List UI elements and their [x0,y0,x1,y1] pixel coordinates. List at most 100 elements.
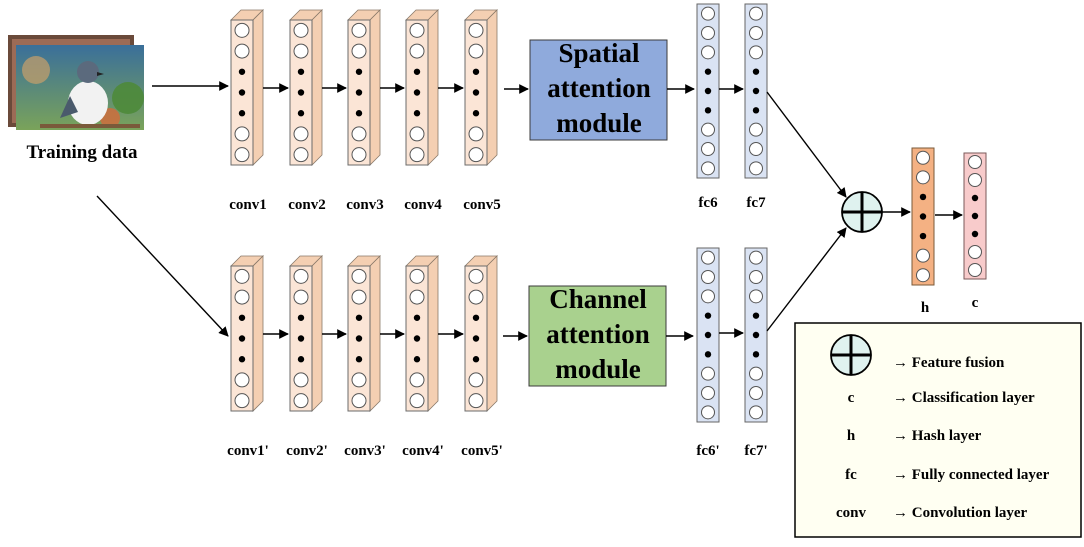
legend-desc-c: → Classification layer [893,390,1035,406]
legend-key-conv: conv [836,505,867,521]
neuron-dot [919,232,927,240]
fc7-label: fc7 [746,195,766,211]
neuron-dot [472,89,480,96]
conv3-label: conv3 [346,197,384,213]
neuron-open [701,26,715,40]
neuron-open [701,6,715,21]
hash-layer-label: h [921,300,930,316]
neuron-dot [413,89,421,96]
neuron-dot [472,68,480,75]
neuron-dot [971,212,979,220]
neuron-open [916,268,930,283]
neuron-open [293,147,309,163]
spatial-attention-module: Spatial attention module [529,38,668,141]
legend-key-h: h [847,428,856,444]
neuron-dot [752,68,760,75]
neuron-dot [238,110,246,117]
conv1-prime-column [230,255,264,412]
neuron-dot [919,213,927,220]
neuron-open [468,43,484,59]
neuron-dot [238,89,246,96]
legend: → Feature fusion c → Classification laye… [794,322,1082,538]
neuron-open [293,268,309,284]
legend-key-c: c [848,390,855,406]
neuron-open [701,386,715,400]
legend-desc-fusion: → Feature fusion [893,355,1005,371]
neuron-dot [472,356,480,363]
neuron-dot [355,110,363,117]
legend-desc-h: → Hash layer [893,428,982,444]
neuron-dot [297,110,305,117]
neuron-dot [355,335,363,342]
conv2-column [289,9,323,166]
neuron-open [409,126,425,142]
arrows-group [96,81,963,341]
neuron-dot [472,110,480,117]
conv4-prime-label: conv4' [402,443,444,459]
conv1-column [230,9,264,166]
neuron-open [234,22,250,38]
neuron-dot [413,314,421,321]
neuron-open [351,393,367,409]
neuron-open [293,126,309,142]
fusion-node [841,191,883,233]
neuron-dot [704,331,712,339]
neuron-open [409,372,425,388]
fc7-prime-label: fc7' [744,443,767,459]
neuron-open [749,270,763,284]
arrow-fc7-fusion [766,91,847,198]
neuron-open [351,43,367,59]
neuron-dot [752,87,760,95]
neuron-open [468,393,484,409]
neuron-dot [472,314,480,321]
neuron-dot [238,68,246,75]
neuron-dot [238,356,246,363]
neuron-open [234,126,250,142]
conv4-prime-column [405,255,439,412]
neuron-dot [919,193,927,201]
neuron-open [701,161,715,176]
conv1-prime-label: conv1' [227,443,269,459]
conv2-prime-column [289,255,323,412]
neuron-open [701,45,715,60]
neuron-open [749,161,763,176]
conv5-prime-label: conv5' [461,443,503,459]
neuron-open [234,268,250,284]
neuron-open [468,147,484,163]
channel-module-line-2: attention [546,319,650,349]
conv4-label: conv4 [404,197,442,213]
legend-desc-conv: → Convolution layer [893,505,1028,521]
neuron-dot [238,314,246,321]
fc6-column [696,3,720,179]
neuron-dot [413,68,421,75]
spatial-module-line-2: attention [547,73,651,103]
neuron-open [351,268,367,284]
neuron-open [749,45,763,60]
neuron-open [293,393,309,409]
training-image-front [16,45,144,130]
spatial-module-line-3: module [556,108,642,138]
neuron-open [468,22,484,38]
neuron-open [351,147,367,163]
neuron-open [701,122,715,137]
neuron-open [351,372,367,388]
neuron-open [468,372,484,388]
neuron-dot [297,335,305,342]
neuron-open [351,22,367,38]
neuron-open [701,270,715,284]
neuron-dot [297,314,305,321]
neuron-dot [355,89,363,96]
arrow-fc7p-fusion [766,227,847,332]
neuron-open [234,372,250,388]
legend-key-fc: fc [845,467,857,483]
class-layer-column [963,152,987,280]
neuron-open [293,22,309,38]
neuron-dot [472,335,480,342]
neuron-open [968,173,982,187]
fc7-prime-column [744,247,768,423]
neuron-dot [413,110,421,117]
fc6-prime-label: fc6' [696,443,719,459]
channel-module-line-3: module [555,354,641,384]
conv2-label: conv2 [288,197,326,213]
neuron-open [749,142,763,156]
